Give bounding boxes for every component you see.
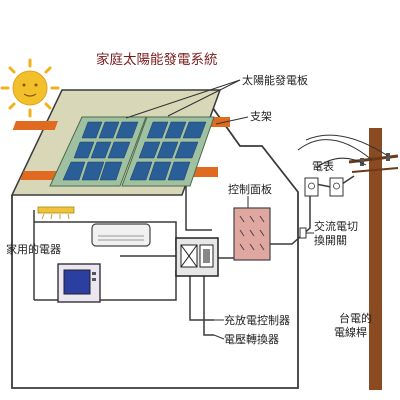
sun-icon (0, 58, 60, 118)
household-appliances-label: 家用的電器 (6, 242, 61, 256)
diagram-title: 家庭太陽能發電系統 (96, 51, 218, 68)
control-panel-box (233, 207, 271, 261)
meter-label: 電表 (312, 159, 334, 173)
ac-switch-icon (299, 227, 307, 239)
lamp-icon (37, 206, 75, 220)
inverter-label: 電壓轉換器 (224, 333, 279, 346)
utility-pole (348, 128, 399, 390)
solar-panel-right (121, 116, 215, 187)
control-panel-label: 控制面板 (228, 182, 272, 196)
tv-icon (57, 263, 101, 303)
bracket (12, 117, 230, 180)
charge-controller-label: 充放電控制器 (224, 313, 290, 327)
ac-switch-label-line1: 交流電切 (314, 219, 358, 233)
charge-controller-icon (175, 237, 219, 277)
solar-panel-label: 太陽能發電板 (242, 73, 308, 87)
solar-panel-left (49, 116, 147, 187)
pole-label-line2: 電線桿 (334, 325, 367, 339)
air-conditioner-icon (91, 223, 151, 247)
bracket-label: 支架 (250, 110, 272, 123)
ac-switch-label-line2: 換開關 (314, 234, 347, 247)
pole-label-line1: 台電的 (339, 311, 372, 325)
electric-meter-icon (304, 177, 344, 197)
